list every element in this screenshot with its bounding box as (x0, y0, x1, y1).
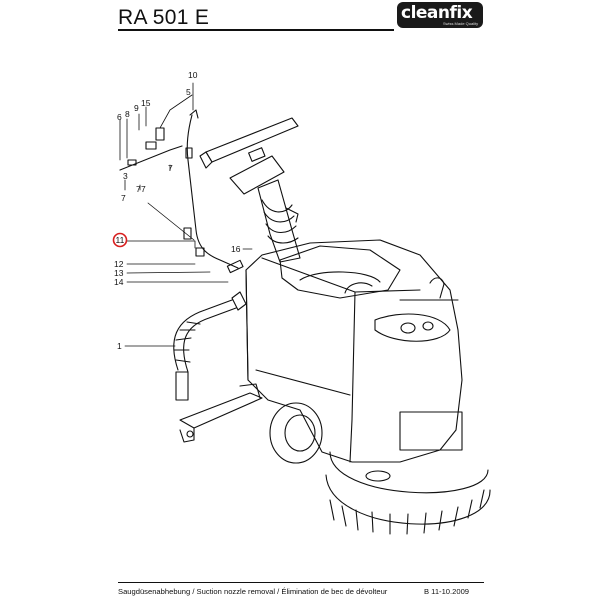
callout-3: 3 (123, 171, 128, 181)
footer-revision: B 11-10.2009 (424, 587, 470, 596)
callout-15: 15 (141, 98, 151, 108)
callout-14: 14 (114, 277, 124, 287)
callout-7b: 7 (141, 184, 146, 194)
callout-7c: 7 (168, 163, 173, 173)
callout-9: 9 (134, 103, 139, 113)
callout-7a: 7 (136, 184, 141, 194)
footer-caption: Saugdüsenabhebung / Suction nozzle remov… (118, 587, 388, 596)
handle-assembly (199, 117, 301, 263)
tank-lid (279, 245, 445, 299)
machine-body (245, 239, 463, 463)
footer-rule (118, 582, 484, 584)
cleanfix-logo: cleanfix Swiss Made Quality (397, 2, 483, 28)
callout-7d: 7 (121, 193, 126, 203)
header-rule (118, 29, 394, 31)
callout-6: 6 (117, 112, 122, 122)
suction-hose (173, 291, 247, 401)
callout-1: 1 (117, 341, 122, 351)
callout-11: 11 (116, 235, 125, 245)
brush-deck (325, 451, 491, 535)
callout-5: 5 (186, 87, 191, 97)
callout-16: 16 (231, 244, 241, 254)
callout-11-highlight (112, 232, 128, 248)
callout-10: 10 (188, 70, 198, 80)
callout-8: 8 (125, 109, 130, 119)
document-title: RA 501 E (118, 6, 210, 29)
leader-lines (119, 82, 253, 347)
squeegee-nozzle (179, 383, 263, 443)
logo-tagline: Swiss Made Quality (443, 21, 479, 26)
callout-12: 12 (114, 259, 124, 269)
logo-wordmark: cleanfix (401, 3, 473, 23)
lift-cable (119, 109, 244, 274)
rear-wheel (269, 402, 323, 464)
callout-13: 13 (114, 268, 124, 278)
